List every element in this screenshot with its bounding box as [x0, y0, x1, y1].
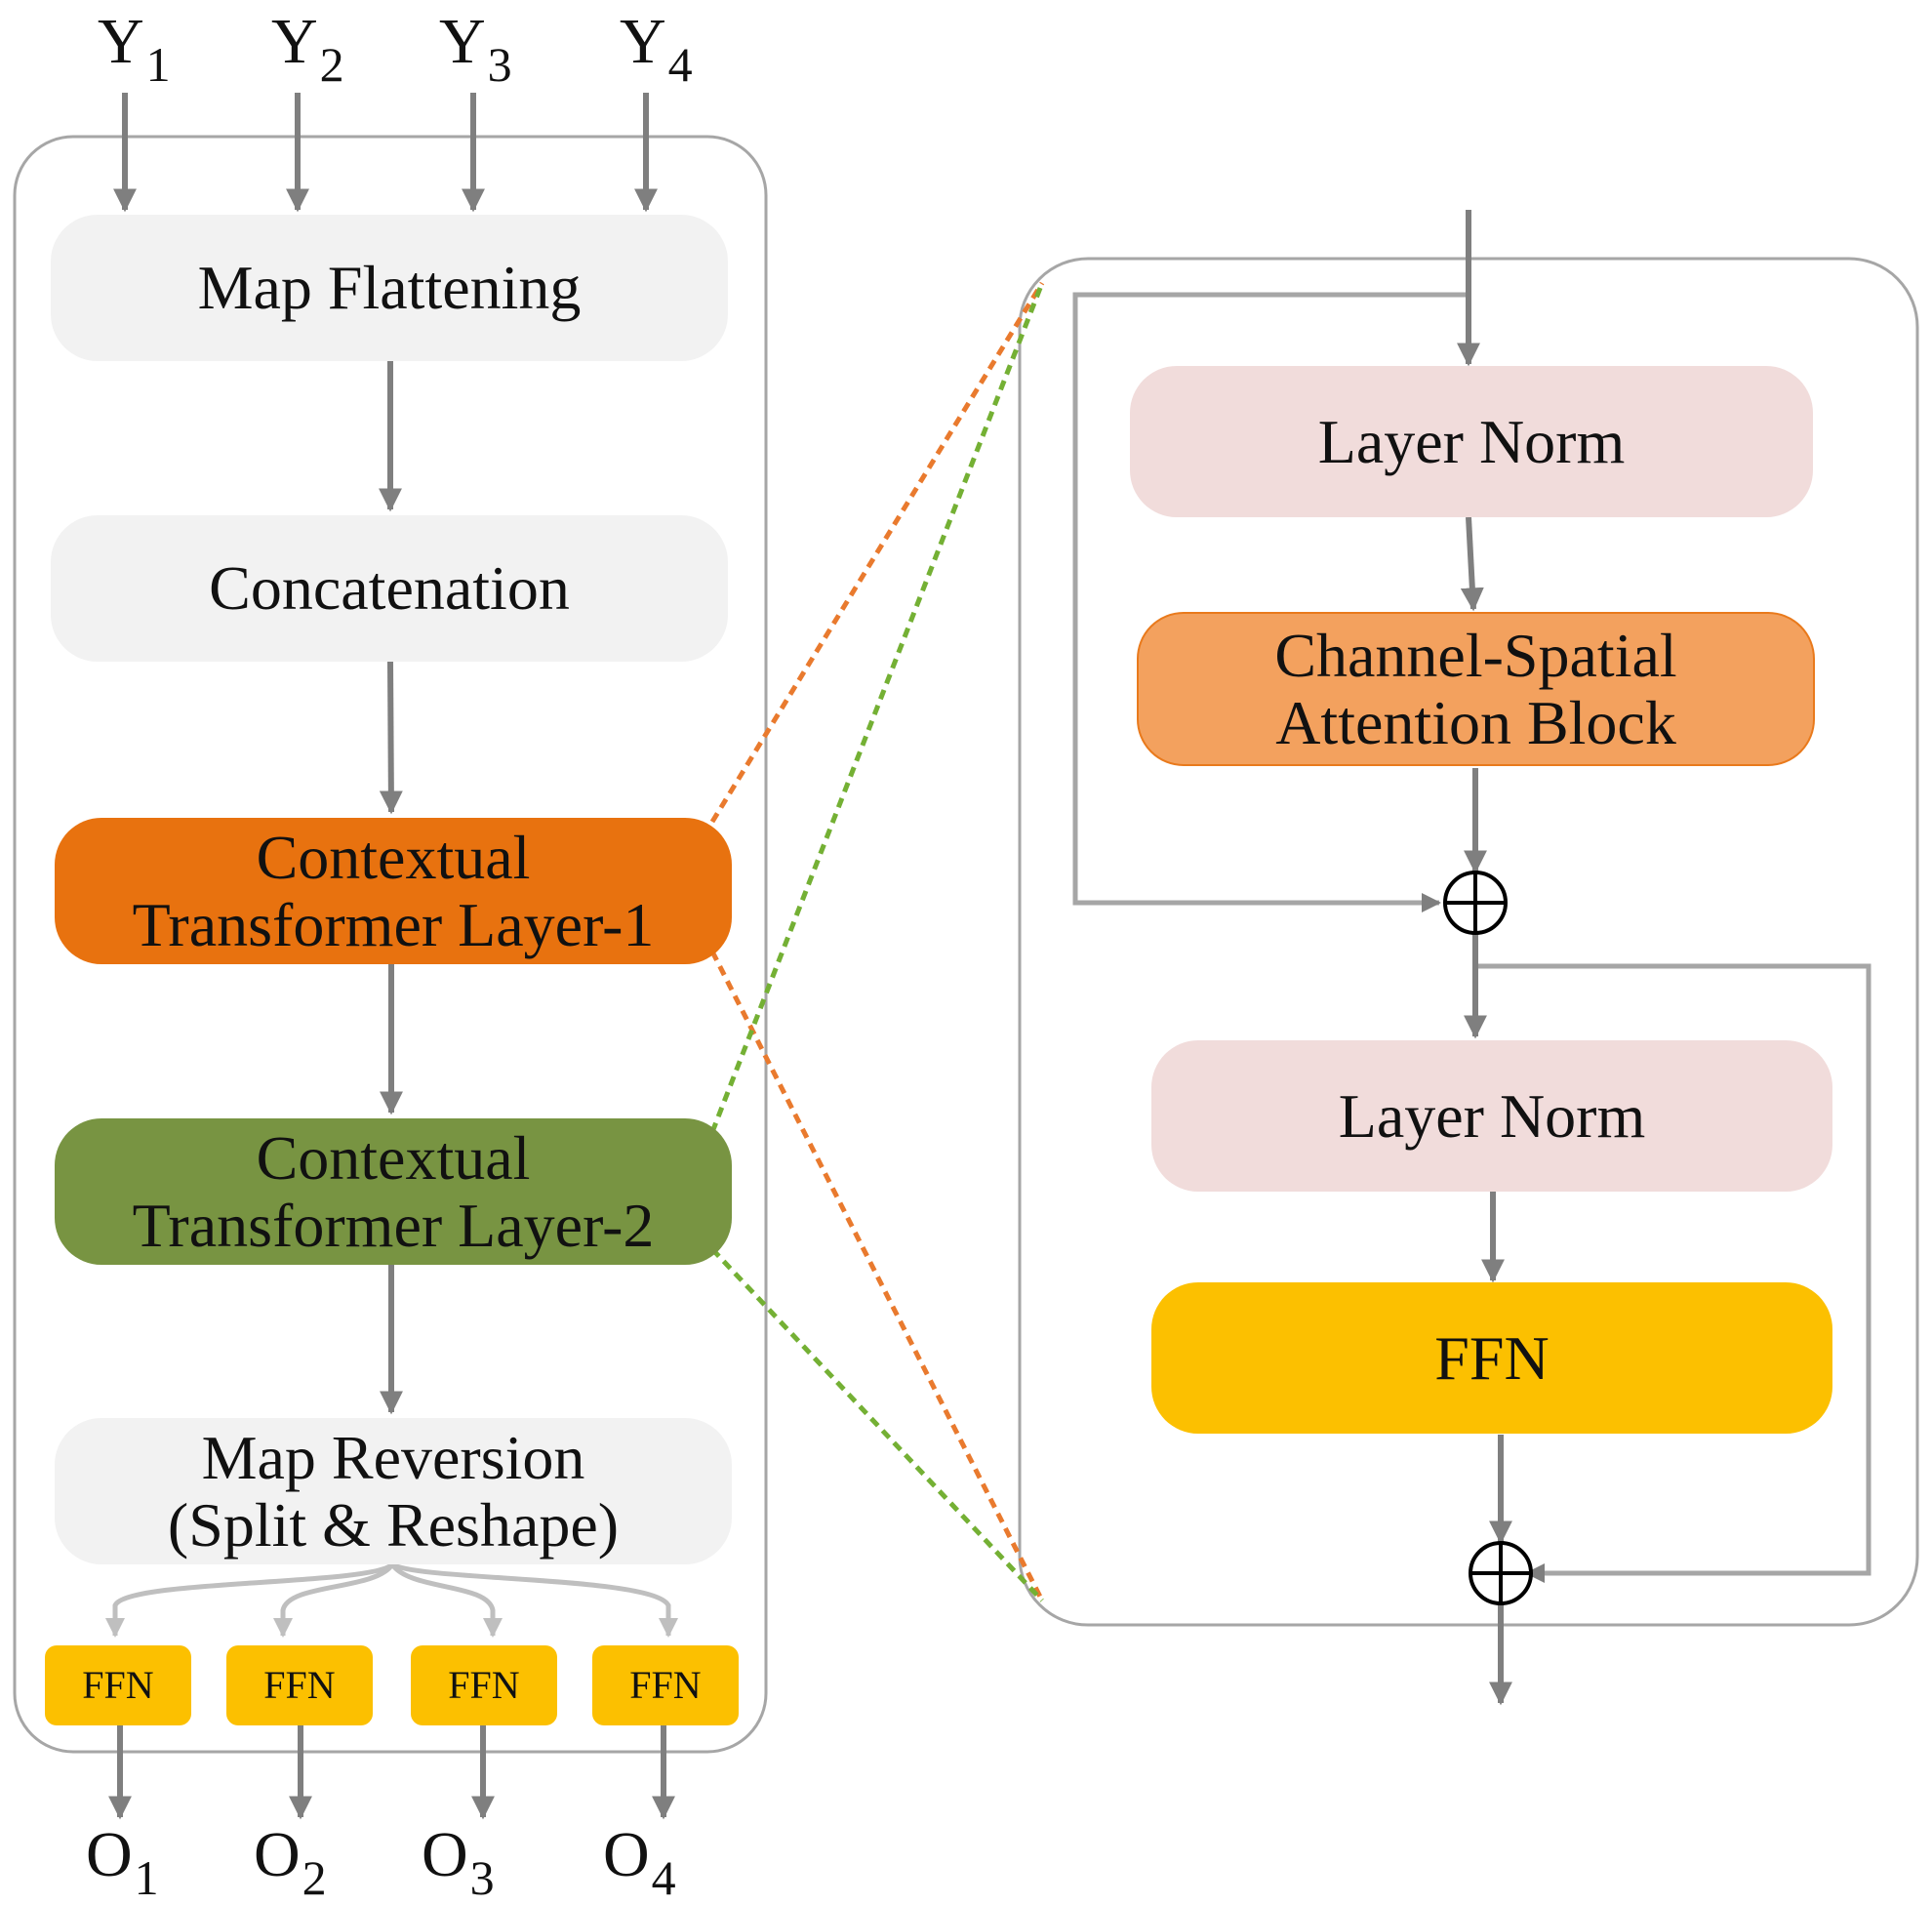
map-flattening-label: Map Flattening: [197, 253, 582, 323]
map-reversion-label-line2: (Split & Reshape): [167, 1490, 620, 1560]
layer-norm-2-label: Layer Norm: [1338, 1080, 1646, 1151]
ffn-head-1: FFN: [45, 1645, 191, 1725]
ffn-head-2-label: FFN: [263, 1663, 336, 1708]
arrow-concat-to-layer1: [379, 661, 403, 815]
map-reversion-box: Map Reversion (Split & Reshape): [55, 1418, 732, 1564]
zoom-line-layer1-top: [709, 281, 1045, 824]
concatenation-box: Concatenation: [51, 515, 728, 662]
split-arrow-4: [390, 1561, 678, 1638]
map-reversion-label-line1: Map Reversion: [201, 1422, 585, 1492]
split-arrow-3: [389, 1562, 503, 1638]
ffn-head-3: FFN: [411, 1645, 557, 1725]
input-label-y4: Y4: [620, 6, 693, 92]
ffn-head-1-label: FFN: [82, 1663, 154, 1708]
output-label-o2: O2: [254, 1819, 327, 1905]
attention-label-line1: Channel-Spatial: [1274, 620, 1677, 690]
ffn-head-4: FFN: [592, 1645, 739, 1725]
output-label-o4: O4: [603, 1819, 676, 1905]
layer2-label-line2: Transformer Layer-2: [132, 1191, 655, 1260]
ffn-label: FFN: [1434, 1322, 1550, 1393]
layer1-label-line1: Contextual: [256, 822, 531, 892]
output-label-o3: O3: [422, 1819, 495, 1905]
ffn-head-4-label: FFN: [629, 1663, 702, 1708]
arrow-norm1-to-attention: [1460, 516, 1484, 612]
input-label-y2: Y2: [271, 6, 344, 92]
split-arrow-2: [273, 1562, 395, 1638]
attention-block-box: Channel-Spatial Attention Block: [1137, 612, 1815, 766]
output-label-o1: O1: [86, 1819, 159, 1905]
input-label-y3: Y3: [439, 6, 512, 92]
residual-skip-1: [1072, 292, 1469, 912]
layer-norm-1-box: Layer Norm: [1130, 366, 1813, 517]
layer2-label-line1: Contextual: [256, 1122, 531, 1193]
map-flattening-box: Map Flattening: [51, 215, 728, 361]
transformer-layer-1-box: Contextual Transformer Layer-1: [55, 818, 732, 964]
attention-label-line2: Attention Block: [1275, 688, 1676, 757]
ffn-head-2: FFN: [226, 1645, 373, 1725]
transformer-layer-2-box: Contextual Transformer Layer-2: [55, 1118, 732, 1265]
layer-norm-1-label: Layer Norm: [1317, 406, 1626, 476]
add-node-1: [1443, 871, 1508, 935]
zoom-line-layer1-bottom: [709, 950, 1045, 1602]
ffn-box: FFN: [1151, 1282, 1832, 1434]
residual-skip-2: [1475, 963, 1872, 1583]
layer-norm-2-box: Layer Norm: [1151, 1040, 1832, 1192]
zoom-line-layer2-bottom: [710, 1247, 1044, 1602]
ffn-head-3-label: FFN: [448, 1663, 520, 1708]
concatenation-label: Concatenation: [209, 553, 570, 624]
add-node-2: [1469, 1541, 1533, 1605]
zoom-line-layer2-top: [709, 282, 1045, 1133]
input-label-y1: Y1: [98, 6, 171, 92]
left-panel: [13, 135, 768, 1754]
layer1-label-line2: Transformer Layer-1: [132, 890, 655, 959]
split-arrow-1: [105, 1561, 394, 1638]
